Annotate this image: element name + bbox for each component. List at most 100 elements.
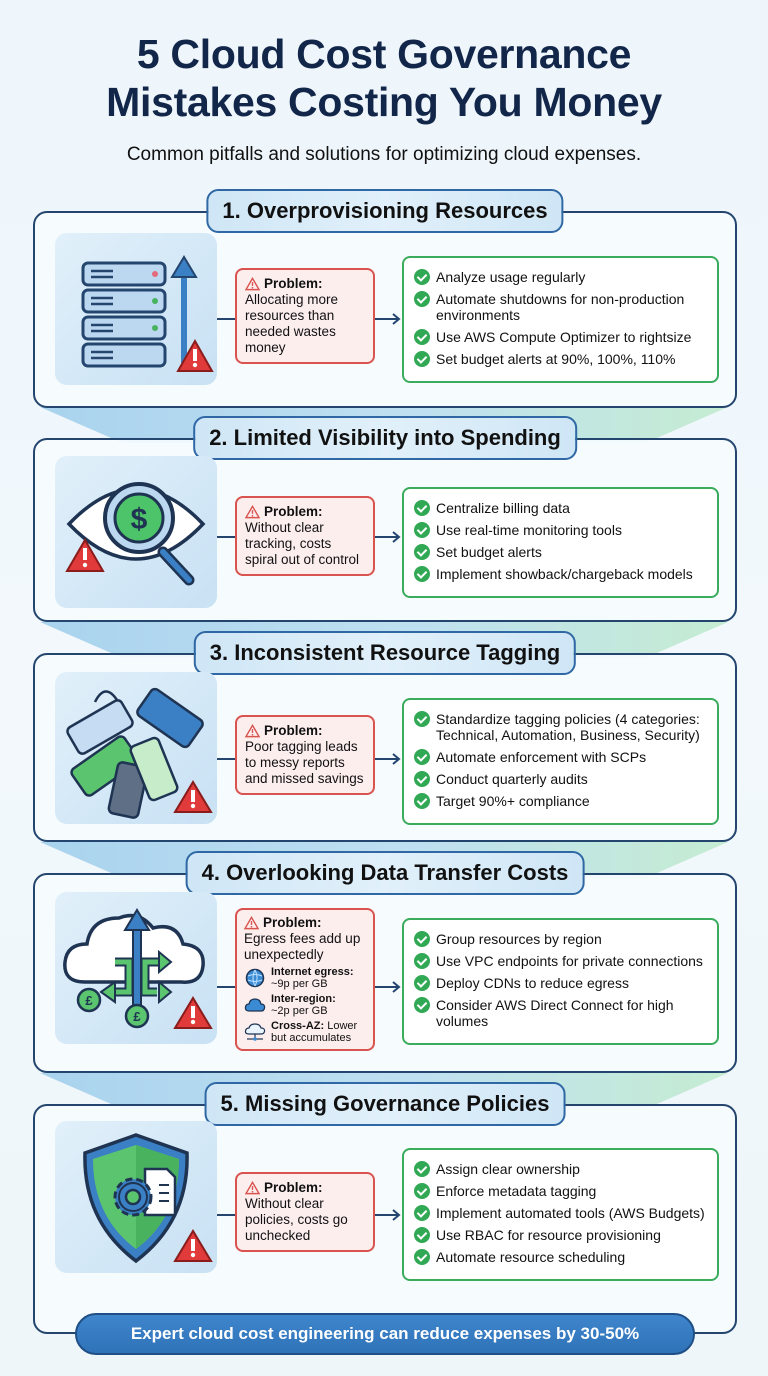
check-icon <box>414 1205 430 1221</box>
check-icon <box>414 771 430 787</box>
page-subtitle: Common pitfalls and solutions for optimi… <box>126 144 642 165</box>
cloud-network-icon <box>244 1023 266 1041</box>
section-title: 4. Overlooking Data Transfer Costs <box>185 851 585 895</box>
solution-item: Use RBAC for resource provisioning <box>414 1227 707 1243</box>
globe-icon <box>245 968 265 988</box>
problem-box: Problem: Poor tagging leads to messy rep… <box>235 715 375 795</box>
title-line-2: Mistakes Costing You Money <box>106 79 662 125</box>
solution-item: Target 90%+ compliance <box>414 793 707 809</box>
svg-text:£: £ <box>85 993 93 1008</box>
problem-text: Egress fees add up unexpectedly <box>244 931 361 962</box>
problem-label: Problem: <box>264 504 323 519</box>
problem-box: Problem: Egress fees add up unexpectedly… <box>235 908 375 1051</box>
solution-item: Implement showback/chargeback models <box>414 566 707 582</box>
check-icon <box>414 544 430 560</box>
problem-label: Problem: <box>264 1180 323 1195</box>
problem-text: Without clear policies, costs go uncheck… <box>245 1196 348 1243</box>
solution-item: Automate shutdowns for non-production en… <box>414 291 707 323</box>
connector-line <box>217 318 237 320</box>
cloud-icon <box>244 998 266 1012</box>
arrow-right-icon <box>375 1209 401 1221</box>
check-icon <box>414 1161 430 1177</box>
connector-line <box>217 986 237 988</box>
section-title: 2. Limited Visibility into Spending <box>193 416 577 460</box>
server-rack-up-arrow-warning-icon <box>55 233 217 385</box>
detail-cross-az: Cross-AZ: Lower but accumulates <box>244 1020 366 1044</box>
cloud-transfer-pound-warning-icon: £ £ <box>55 892 217 1044</box>
problem-label: Problem: <box>264 723 323 738</box>
check-icon <box>414 566 430 582</box>
arrow-right-icon <box>375 531 401 543</box>
check-icon <box>414 1183 430 1199</box>
solution-item: Conduct quarterly audits <box>414 771 707 787</box>
problem-box: Problem: Without clear tracking, costs s… <box>235 496 375 576</box>
solution-item: Use real-time monitoring tools <box>414 522 707 538</box>
problem-text: Allocating more resources than needed wa… <box>245 292 339 355</box>
check-icon <box>414 500 430 516</box>
solution-item: Enforce metadata tagging <box>414 1183 707 1199</box>
solution-item: Assign clear ownership <box>414 1161 707 1177</box>
check-icon <box>414 291 430 307</box>
connector-line <box>217 758 237 760</box>
solution-item: Centralize billing data <box>414 500 707 516</box>
solutions-box: Analyze usage regularly Automate shutdow… <box>402 256 719 383</box>
check-icon <box>414 749 430 765</box>
solutions-box: Standardize tagging policies (4 categori… <box>402 698 719 825</box>
title-line-1: 5 Cloud Cost Governance <box>136 31 632 77</box>
check-icon <box>414 1227 430 1243</box>
solution-item: Automate enforcement with SCPs <box>414 749 707 765</box>
solution-item: Standardize tagging policies (4 categori… <box>414 711 707 743</box>
check-icon <box>414 997 430 1013</box>
warning-icon <box>244 916 259 930</box>
messy-tags-warning-icon <box>55 672 217 824</box>
solution-item: Use AWS Compute Optimizer to rightsize <box>414 329 707 345</box>
check-icon <box>414 522 430 538</box>
solution-item: Deploy CDNs to reduce egress <box>414 975 707 991</box>
problem-heading: Problem: <box>245 276 365 292</box>
solutions-box: Centralize billing data Use real-time mo… <box>402 487 719 598</box>
warning-icon <box>245 1181 260 1195</box>
eye-magnifier-dollar-warning-icon: $ <box>55 456 217 608</box>
page-title: 5 Cloud Cost Governance Mistakes Costing… <box>0 30 768 126</box>
section-title: 1. Overprovisioning Resources <box>206 189 564 233</box>
problem-text: Without clear tracking, costs spiral out… <box>245 520 360 567</box>
check-icon <box>414 351 430 367</box>
problem-heading: Problem: <box>245 1180 365 1196</box>
svg-text:£: £ <box>133 1009 141 1024</box>
solution-item: Analyze usage regularly <box>414 269 707 285</box>
warning-icon <box>245 277 260 291</box>
problem-label: Problem: <box>264 276 323 291</box>
connector-line <box>217 536 237 538</box>
arrow-right-icon <box>375 313 401 325</box>
problem-heading: Problem: <box>245 723 365 739</box>
section-data-transfer: 4. Overlooking Data Transfer Costs £ £ P… <box>33 851 737 1073</box>
problem-heading: Problem: <box>245 504 365 520</box>
solution-item: Implement automated tools (AWS Budgets) <box>414 1205 707 1221</box>
arrow-right-icon <box>375 981 401 993</box>
solutions-box: Group resources by region Use VPC endpoi… <box>402 918 719 1045</box>
check-icon <box>414 793 430 809</box>
detail-internet-egress: Internet egress:~9p per GB <box>244 966 366 990</box>
warning-icon <box>245 505 260 519</box>
check-icon <box>414 269 430 285</box>
problem-heading: Problem: <box>244 915 366 931</box>
detail-inter-region: Inter-region:~2p per GB <box>244 993 366 1017</box>
section-overprovisioning: 1. Overprovisioning Resources <box>33 189 737 408</box>
problem-text: Poor tagging leads to messy reports and … <box>245 739 364 786</box>
solution-item: Set budget alerts at 90%, 100%, 110% <box>414 351 707 367</box>
problem-box: Problem: Allocating more resources than … <box>235 268 375 364</box>
solution-item: Consider AWS Direct Connect for high vol… <box>414 997 707 1029</box>
section-limited-visibility: 2. Limited Visibility into Spending $ Pr… <box>33 416 737 622</box>
section-inconsistent-tagging: 3. Inconsistent Resource Tagging Problem… <box>33 631 737 842</box>
shield-gear-document-warning-icon <box>55 1121 217 1273</box>
connector-line <box>217 1214 237 1216</box>
solution-item: Group resources by region <box>414 931 707 947</box>
solution-item: Set budget alerts <box>414 544 707 560</box>
svg-text:$: $ <box>131 503 148 536</box>
check-icon <box>414 931 430 947</box>
warning-icon <box>245 724 260 738</box>
footer-banner: Expert cloud cost engineering can reduce… <box>75 1313 695 1355</box>
check-icon <box>414 975 430 991</box>
solutions-box: Assign clear ownership Enforce metadata … <box>402 1148 719 1281</box>
check-icon <box>414 329 430 345</box>
